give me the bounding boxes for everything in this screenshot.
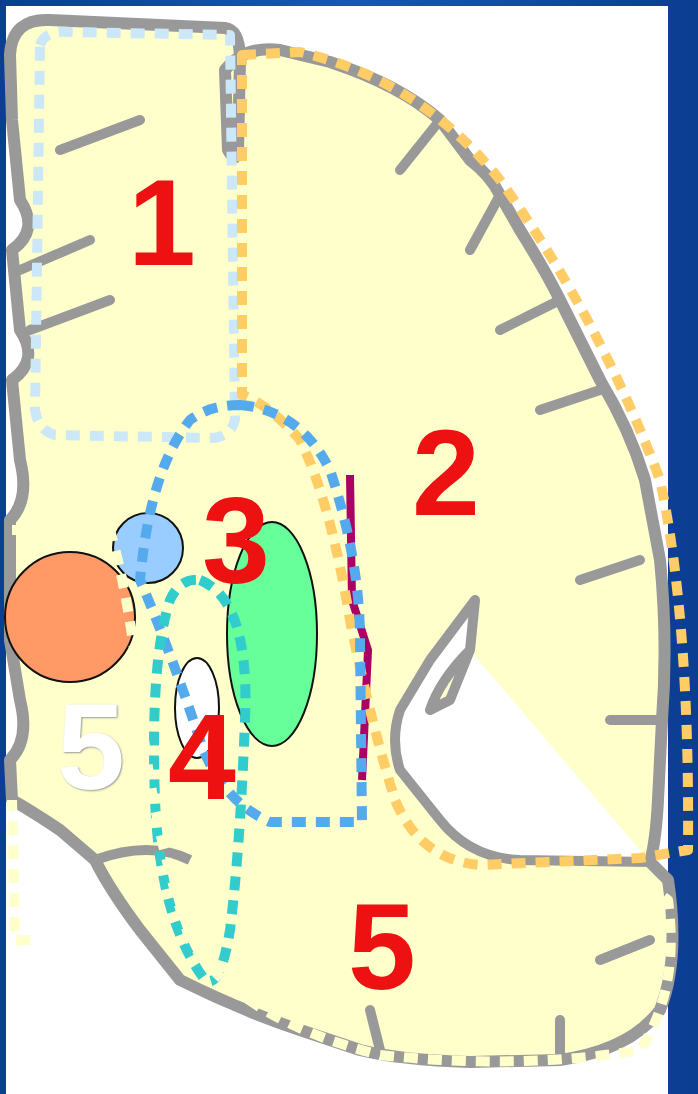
region-outline bbox=[140, 405, 362, 822]
caudate bbox=[113, 513, 183, 583]
region-outline bbox=[12, 530, 671, 1061]
sylvian-fissure bbox=[395, 600, 650, 862]
region-outline bbox=[154, 580, 245, 982]
fissure-lower bbox=[95, 850, 190, 860]
region-outline bbox=[242, 52, 688, 865]
callout-number: 3 bbox=[202, 480, 270, 602]
callout-number: 2 bbox=[412, 412, 480, 534]
region-outline bbox=[35, 32, 235, 438]
thalamus bbox=[5, 552, 135, 682]
brain-outline bbox=[10, 20, 673, 1062]
callout-number: 5 bbox=[57, 686, 125, 808]
callout-number: 1 bbox=[128, 162, 196, 284]
callout-number: 5 bbox=[348, 886, 416, 1008]
callout-number: 4 bbox=[168, 696, 236, 818]
